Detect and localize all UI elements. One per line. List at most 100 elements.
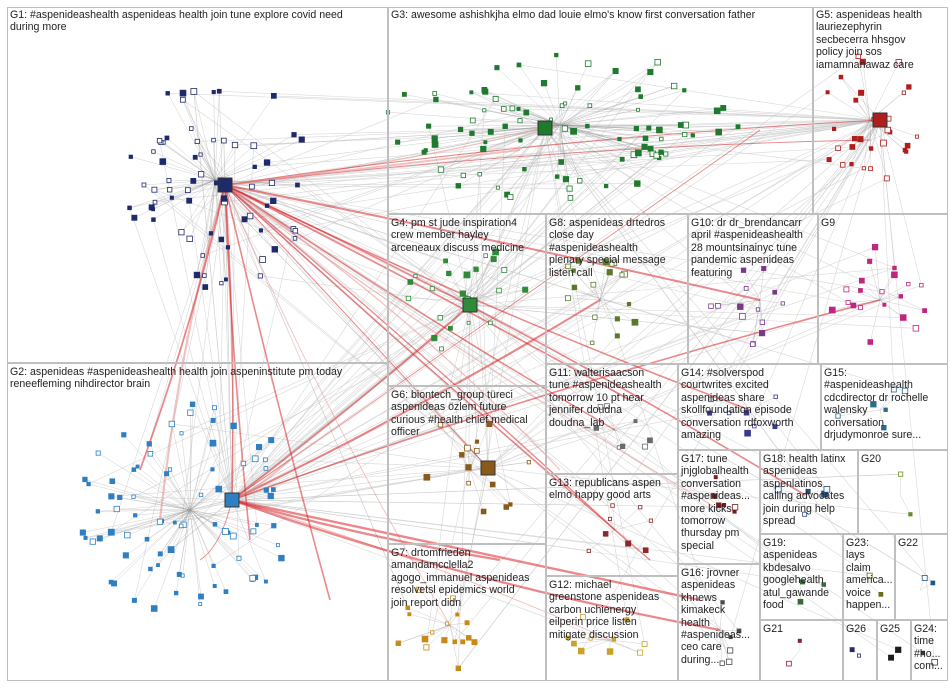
network-node (516, 62, 522, 68)
network-node (726, 410, 732, 416)
network-edge (157, 509, 191, 566)
network-edge (544, 127, 934, 584)
network-node (845, 299, 851, 305)
network-edge (497, 127, 546, 188)
network-node (626, 301, 632, 307)
network-edge (749, 409, 755, 427)
network-node (653, 152, 660, 159)
network-edge (192, 404, 233, 501)
group-panel-g20 (858, 450, 948, 534)
network-edge (189, 179, 216, 239)
network-node (433, 96, 439, 103)
group-label-g20: G20 (861, 453, 882, 465)
network-node (157, 551, 163, 557)
network-edge (231, 499, 611, 641)
network-edge (189, 509, 240, 559)
network-edge (743, 270, 761, 301)
network-node (223, 277, 228, 282)
network-node (642, 547, 649, 553)
network-node (797, 638, 802, 643)
network-node (713, 475, 718, 480)
network-node (460, 172, 467, 179)
network-node (111, 580, 117, 587)
network-edge (612, 505, 616, 531)
network-edge (224, 184, 892, 658)
network-edge (224, 184, 258, 526)
network-edge (193, 91, 233, 501)
network-edge (469, 197, 571, 306)
network-node (254, 523, 259, 527)
network-node (413, 273, 418, 278)
network-edge (846, 289, 881, 301)
group-panel-g21 (760, 620, 843, 681)
network-node (395, 139, 401, 145)
network-edge (214, 139, 302, 181)
network-node (554, 52, 559, 58)
network-node (117, 494, 123, 501)
network-edge (469, 469, 493, 485)
network-node (211, 90, 216, 95)
network-node (431, 334, 438, 342)
network-node (144, 536, 150, 542)
network-node (141, 182, 147, 188)
network-node (464, 620, 470, 626)
network-edge (231, 92, 828, 501)
network-node (904, 149, 909, 154)
network-node (891, 271, 898, 279)
network-edge (557, 119, 881, 177)
network-node (278, 554, 285, 562)
network-edge (837, 409, 881, 417)
network-edge (191, 128, 216, 181)
network-edge (251, 186, 471, 306)
network-node (298, 136, 305, 143)
network-edge (182, 99, 471, 306)
network-node (715, 302, 721, 309)
network-node (465, 464, 472, 471)
network-edge (879, 285, 922, 301)
network-edge (573, 639, 611, 644)
group-panel-g10 (688, 214, 818, 364)
network-node (835, 413, 841, 419)
network-node (249, 575, 256, 582)
network-node (663, 151, 669, 157)
network-edge (759, 268, 764, 301)
network-node (487, 128, 494, 135)
network-edge (231, 187, 499, 501)
network-node (523, 109, 530, 116)
network-edge (869, 119, 884, 144)
network-node (496, 287, 502, 294)
network-node (209, 439, 217, 447)
network-edge (752, 299, 761, 345)
network-node (625, 540, 632, 547)
group-label-g13: G13: republicans aspen elmo happy good a… (549, 477, 661, 502)
network-node (858, 288, 863, 293)
network-node (439, 346, 444, 352)
network-edge (231, 168, 864, 501)
network-node (571, 268, 576, 273)
network-edge (614, 520, 651, 531)
network-edge (175, 509, 191, 594)
network-node (179, 431, 184, 436)
network-edge (446, 119, 881, 624)
network-node (131, 214, 138, 221)
network-edge (614, 429, 651, 441)
network-node (559, 103, 565, 109)
network-node (690, 133, 695, 138)
network-node (443, 258, 449, 264)
network-edge (899, 474, 901, 496)
network-edge (719, 629, 731, 651)
network-node (858, 305, 863, 311)
network-edge (487, 288, 747, 469)
network-edge (456, 467, 489, 615)
network-node (904, 142, 911, 149)
network-node (231, 141, 239, 149)
network-edge (778, 489, 806, 496)
network-edge (469, 304, 511, 505)
network-node (447, 325, 453, 331)
network-node (221, 528, 229, 535)
network-edge (231, 127, 649, 501)
network-node (571, 284, 578, 291)
network-node (405, 605, 410, 611)
network-edge (224, 184, 849, 303)
network-edge (848, 299, 881, 303)
